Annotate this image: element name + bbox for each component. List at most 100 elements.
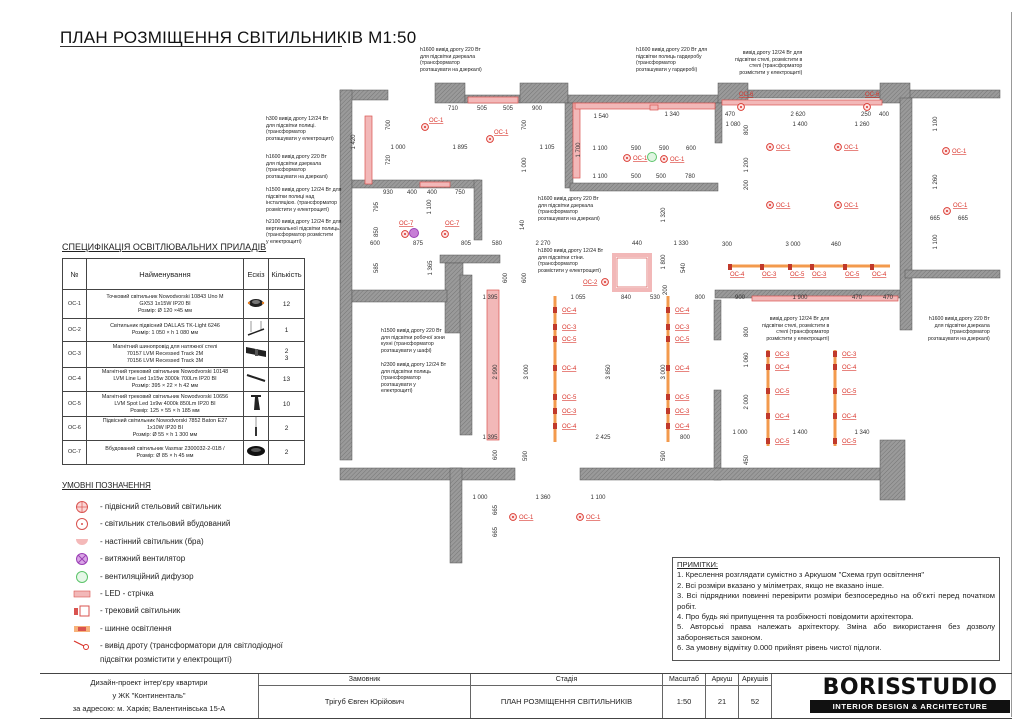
- dimension-label: 1 400: [792, 430, 808, 436]
- dimension-label: 1 900: [792, 295, 808, 301]
- spec-sketch: [243, 416, 269, 441]
- studio-logo: BORISSTUDIO INTERIOR DESIGN & ARCHITECTU…: [810, 676, 1010, 713]
- fixture-label: ОС-5: [775, 389, 790, 395]
- col-name: Найменування: [85, 258, 245, 290]
- fixture-oc-3: ОС-3: [810, 264, 827, 278]
- fixture-label: ОС-5: [675, 395, 690, 401]
- fixture-oc-6: ОС-6: [863, 92, 880, 111]
- fixture-oc-4: ОС-4: [728, 264, 745, 278]
- fixture-label: ОС-7: [399, 221, 414, 227]
- fixture-oc-4: ОС-4: [553, 307, 577, 314]
- spec-sketch: [243, 289, 269, 319]
- fixture-oc-1: ОС-1: [576, 513, 601, 521]
- spec-qty: 2: [268, 440, 305, 465]
- dimension-label: 1 060: [744, 352, 750, 368]
- busbar-lighting-icon: [64, 625, 100, 633]
- dimension-label: 1 395: [482, 295, 498, 301]
- fixture-oc-3: ОС-3: [553, 324, 577, 331]
- fixture-label: ОС-4: [562, 366, 577, 372]
- round-downlight-icon: [247, 298, 265, 311]
- fixture-label: ОС-3: [812, 272, 827, 278]
- dimension-label: 800: [744, 326, 750, 337]
- spec-title: СПЕЦИФІКАЦІЯ ОСВІТЛЮВАЛЬНИХ ПРИЛАДІВ: [62, 242, 267, 252]
- dimension-label: 580: [492, 241, 503, 247]
- fixture-label: ОС-4: [842, 414, 857, 420]
- note-item: 5. Авторські права належать архітектору.…: [677, 622, 995, 642]
- annotation: h1600 вивід дроту 220 Вт для підсвітки п…: [636, 47, 708, 73]
- dimension-label: 1 340: [854, 430, 870, 436]
- dimension-label: 500: [656, 174, 667, 180]
- dimension-label: 1 055: [570, 295, 586, 301]
- dimension-label: 460: [831, 242, 842, 248]
- dimension-label: 600: [522, 272, 528, 283]
- dimension-label: 1 000: [522, 157, 528, 173]
- dimension-label: 200: [744, 179, 750, 190]
- fixture-oc-5: ОС-5: [788, 264, 805, 278]
- fixture-label: ОС-5: [842, 439, 857, 445]
- fixture-label: ОС-1: [953, 203, 968, 209]
- dimension-label: 3 850: [606, 364, 612, 380]
- fixture-oc-5: ОС-5: [766, 388, 790, 395]
- fixture-oc-3: ОС-3: [833, 351, 857, 358]
- fixture-oc-4: ОС-4: [766, 413, 790, 420]
- dimension-label: 840: [621, 295, 632, 301]
- spec-name: Світильник підвісний DALLAS TK-Light 624…: [85, 318, 245, 342]
- legend-item: - LED - стрічка: [64, 587, 154, 601]
- fixture-label: ОС-1: [776, 203, 791, 209]
- col-number: №: [62, 258, 87, 290]
- spec-qty: 2: [268, 416, 305, 441]
- annotation: h1500 вивід дроту 12/24 Вт для підсвітки…: [266, 187, 342, 213]
- legend-item: - шинне освітлення: [64, 622, 172, 636]
- fixture-oc-1: ОС-1: [766, 143, 791, 151]
- fixture-oc-3: ОС-3: [760, 264, 777, 278]
- fixture-oc-4: ОС-4: [553, 365, 577, 372]
- spec-code: ОС-1: [62, 289, 87, 319]
- fixture-label: ОС-1: [633, 156, 648, 162]
- dimension-label: 1 320: [661, 207, 667, 223]
- dimension-label: 470: [725, 112, 736, 118]
- fixture-label: ОС-5: [845, 272, 860, 278]
- dimension-label: 1 800: [661, 254, 667, 270]
- spec-name: Точковий світильник Nowodvorski 10843 Un…: [85, 289, 245, 319]
- fixture-label: ОС-1: [844, 145, 859, 151]
- fixture-label: ОС-4: [842, 365, 857, 371]
- dimension-label: 540: [681, 262, 687, 273]
- dimension-label: 2 000: [744, 394, 750, 410]
- dimension-label: 800: [744, 124, 750, 135]
- dimension-label: 590: [631, 146, 642, 152]
- dimension-label: 665: [493, 526, 499, 537]
- dimension-label: 1 395: [482, 435, 498, 441]
- scale-value: 1:50: [676, 697, 692, 706]
- fixture-oc-7: ОС-7: [441, 221, 460, 238]
- dimension-label: 1 895: [452, 145, 468, 151]
- dimension-label: 1 105: [539, 145, 555, 151]
- legend-label: - підвісний стельовий світильник: [100, 502, 222, 511]
- logo-main: BORISSTUDIO: [822, 675, 998, 700]
- legend-item: - витяжний вентилятор: [64, 552, 185, 566]
- annotation: h1600 вивід дроту 220 Вт для підсвітки д…: [928, 316, 990, 342]
- fixture-label: ОС-6: [739, 92, 754, 98]
- stage-value: ПЛАН РОЗМІЩЕННЯ СВІТИЛЬНИКІВ: [500, 697, 633, 706]
- spec-sketch: [243, 367, 269, 392]
- dimension-label: 590: [523, 450, 529, 461]
- dimension-label: 1 100: [427, 199, 433, 215]
- dimension-label: 665: [493, 504, 499, 515]
- legend-item: - вивід дроту (трансформатори для світло…: [64, 639, 283, 667]
- dimension-label: 500: [631, 174, 642, 180]
- fixture-oc-4: ОС-4: [766, 364, 790, 371]
- legend-label: - світильник стельовий вбудований: [100, 519, 231, 529]
- spec-name: Магнітний трековий світильник Nowodvorsk…: [85, 367, 245, 392]
- sheets-value: 52: [750, 697, 760, 706]
- fixture-oc-5: ОС-5: [666, 394, 690, 401]
- dimension-label: 1 100: [933, 234, 939, 250]
- exhaust-fan-icon: [409, 228, 419, 238]
- dimension-label: 875: [413, 241, 424, 247]
- dimension-label: 900: [735, 295, 746, 301]
- dimension-label: 900: [532, 106, 543, 112]
- fixture-label: ОС-7: [445, 221, 460, 227]
- fixture-oc-5: ОС-5: [553, 394, 577, 401]
- baton-pendant-icon: [252, 417, 260, 440]
- dimension-label: 3 000: [661, 364, 667, 380]
